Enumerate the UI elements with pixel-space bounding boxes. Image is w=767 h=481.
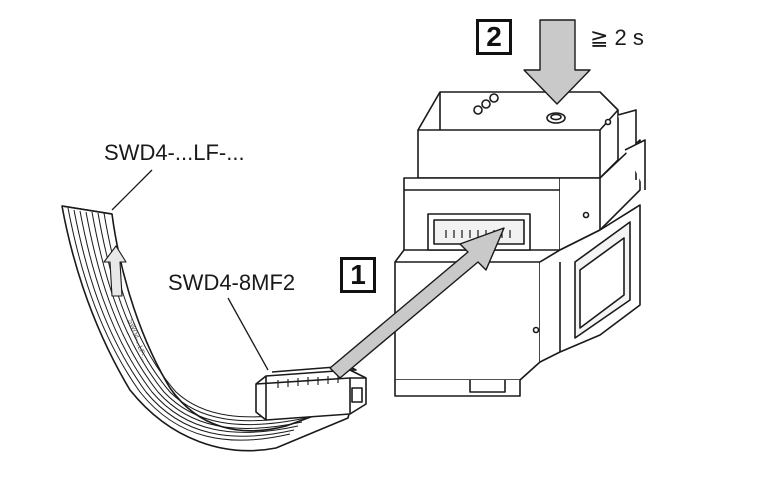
connector-leader-line	[227, 297, 269, 371]
cable-label: SWD4-...LF-...	[104, 140, 245, 165]
insert-arrow	[329, 227, 505, 379]
ribbon-cable: SWD4-...LF-...	[61, 205, 353, 452]
plug-connector	[255, 365, 367, 421]
device-module	[394, 91, 646, 397]
step-1-badge: 1	[340, 257, 376, 293]
press-duration-label: ≧ 2 s	[590, 25, 644, 50]
press-down-arrow	[523, 19, 591, 105]
connector-label: SWD4-8MF2	[168, 270, 296, 295]
step-2-badge: 2	[476, 19, 512, 55]
cable-leader-line	[111, 169, 153, 211]
